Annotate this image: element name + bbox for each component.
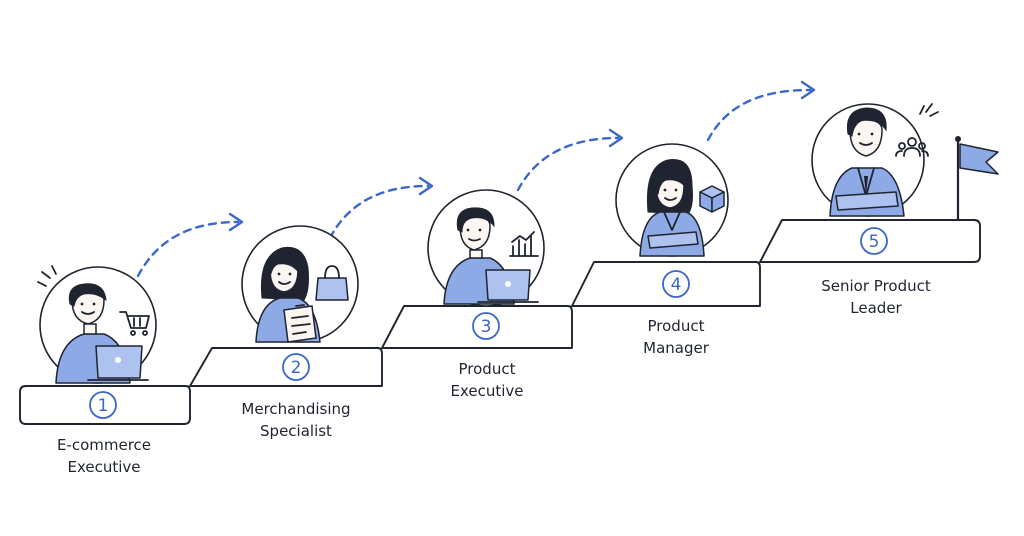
step-number-badge-5: 5 [860, 227, 888, 255]
connector-arrows [136, 80, 816, 278]
step-number-badge-1: 1 [89, 391, 117, 419]
arrow-2-to-3 [328, 176, 434, 240]
step-number-4: 4 [671, 275, 682, 295]
shopping-cart-icon [119, 311, 150, 336]
step-2-title-line-2: Specialist [260, 422, 332, 440]
step-1-title-line-2: Executive [67, 458, 140, 476]
step-number-badge-4: 4 [662, 270, 690, 298]
bar-chart-icon [509, 231, 539, 257]
step-label-4: Product Manager [643, 317, 710, 357]
step-5-title-line-1: Senior Product [821, 277, 931, 295]
figure-4-product-manager [615, 143, 729, 257]
figure-3-product-executive [427, 189, 545, 307]
step-3-title-line-1: Product [459, 360, 516, 378]
flag-icon [955, 136, 999, 222]
step-label-5: Senior Product Leader [821, 277, 931, 317]
step-number-1: 1 [98, 396, 109, 416]
figure-1-ecommerce-executive [37, 265, 157, 384]
figure-5-senior-product-leader [811, 103, 939, 217]
step-4-title-line-2: Manager [643, 339, 710, 357]
arrow-1-to-2 [136, 212, 244, 278]
step-5-title-line-2: Leader [850, 299, 902, 317]
step-1-title-line-1: E-commerce [57, 436, 151, 454]
step-number-3: 3 [481, 317, 492, 337]
step-number-5: 5 [869, 232, 880, 252]
step-label-1: E-commerce Executive [57, 436, 151, 476]
step-4-title-line-1: Product [648, 317, 705, 335]
step-number-badge-3: 3 [472, 312, 500, 340]
arrow-4-to-5 [706, 80, 816, 142]
step-3-title-line-2: Executive [450, 382, 523, 400]
step-label-3: Product Executive [450, 360, 523, 400]
team-icon [895, 137, 929, 157]
arrow-3-to-4 [516, 128, 624, 192]
shopping-bag-icon [315, 265, 349, 301]
step-label-2: Merchandising Specialist [241, 400, 350, 440]
step-number-2: 2 [291, 358, 302, 378]
box-icon [699, 185, 725, 213]
step-number-badge-2: 2 [282, 353, 310, 381]
figure-2-merchandising-specialist [241, 225, 359, 343]
step-2-title-line-1: Merchandising [241, 400, 350, 418]
